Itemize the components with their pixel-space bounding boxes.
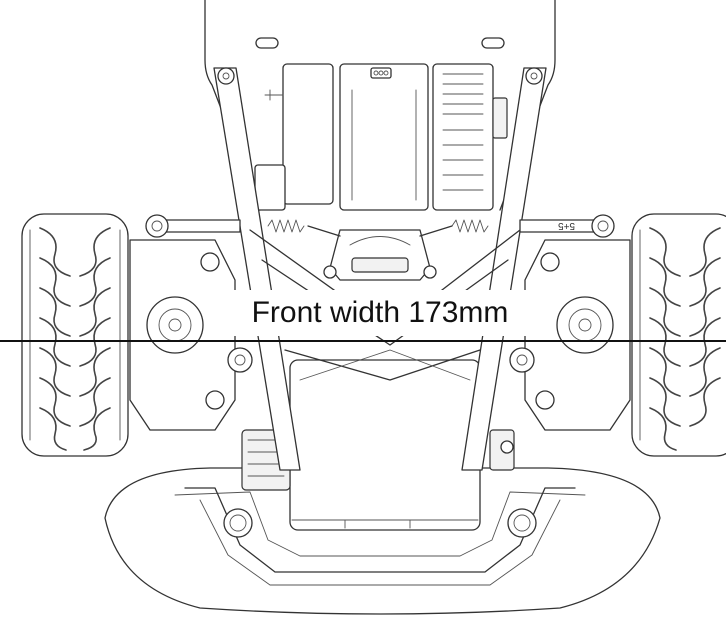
- left-tire: [21, 213, 129, 457]
- steering-links: 5+5: [145, 214, 615, 238]
- right-knuckle: [509, 239, 631, 431]
- left-knuckle: [129, 239, 253, 431]
- front-width-dimension: Front width 173mm: [0, 290, 726, 342]
- link-marking: 5+5: [558, 220, 575, 231]
- left-tire-tread: [39, 227, 111, 451]
- motor-assembly: [254, 63, 508, 211]
- dimension-label-background: [222, 290, 540, 336]
- body-shell: [204, 0, 556, 211]
- right-tire-tread: [649, 227, 721, 451]
- dimension-label: Front width 173mm: [252, 296, 509, 329]
- right-tire: [631, 213, 726, 457]
- front-bumper: [104, 467, 661, 615]
- front-bulkhead: [323, 229, 437, 281]
